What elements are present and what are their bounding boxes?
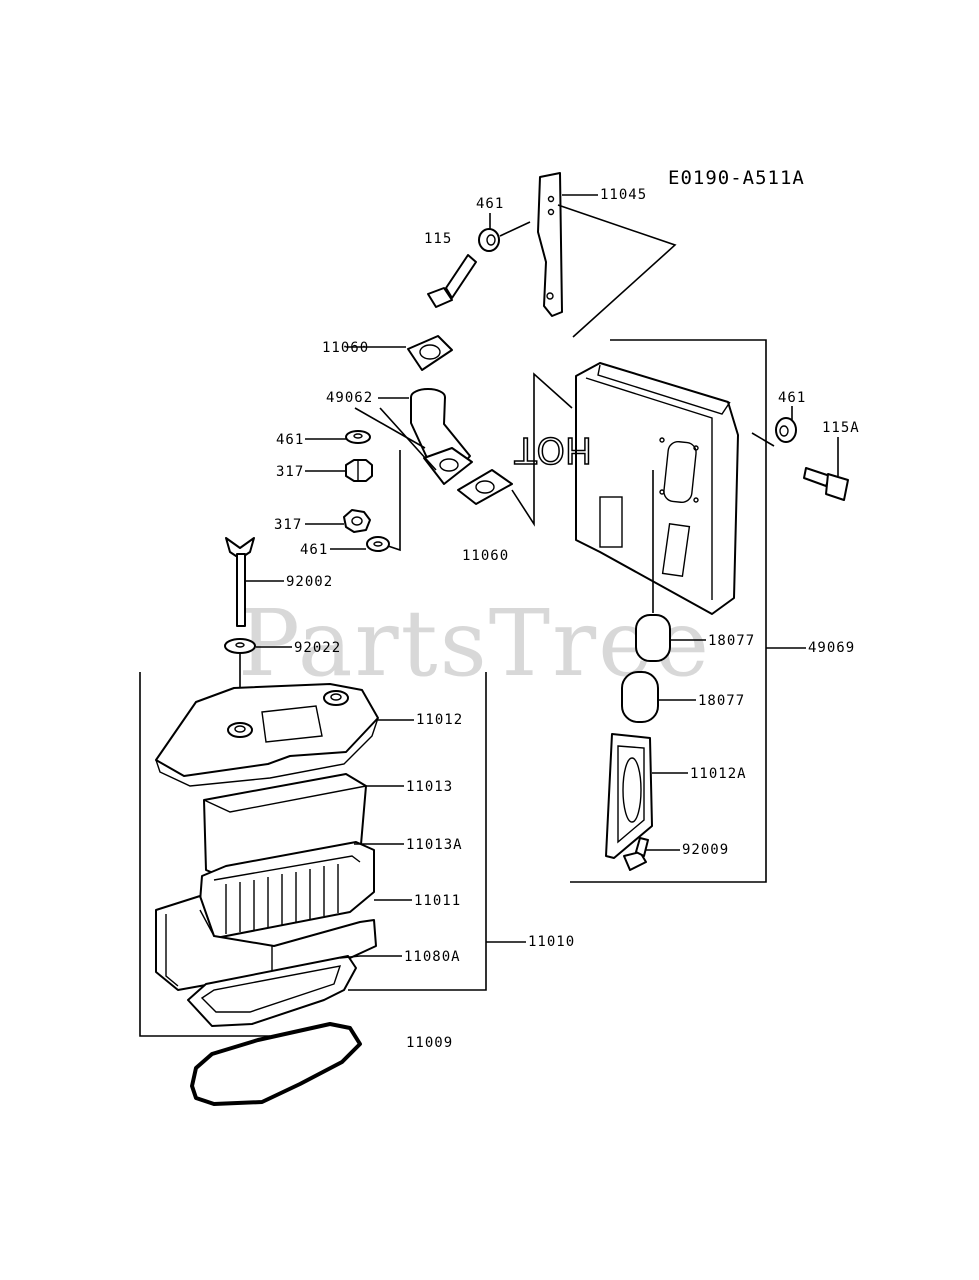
label-11013A: 11013A: [406, 837, 463, 853]
screen-18077-b-part[interactable]: [621, 671, 659, 723]
hot-warning-text: HOT: [514, 429, 592, 470]
lock-washer-461-right-part[interactable]: [775, 417, 797, 443]
element-11013A-part[interactable]: [197, 841, 375, 939]
bracket-11045-part[interactable]: [537, 172, 563, 317]
label-11045: 11045: [600, 187, 647, 203]
label-317-b: 317: [274, 517, 302, 533]
nut-317-b-part[interactable]: [343, 509, 371, 533]
label-461-a: 461: [276, 432, 304, 448]
screen-18077-a-part[interactable]: [635, 614, 671, 662]
label-18077-b: 18077: [698, 693, 745, 709]
lock-washer-461-a-part[interactable]: [345, 430, 371, 444]
label-461-right: 461: [778, 390, 806, 406]
label-11009: 11009: [406, 1035, 453, 1051]
label-11012A: 11012A: [690, 766, 747, 782]
gasket-11060-mid-part[interactable]: [457, 469, 513, 505]
label-11080A: 11080A: [404, 949, 461, 965]
bolt-115A-part[interactable]: [803, 467, 849, 501]
label-92002: 92002: [286, 574, 333, 590]
label-11010: 11010: [528, 934, 575, 950]
label-461-b: 461: [300, 542, 328, 558]
diagram-code: E0190-A511A: [668, 167, 805, 189]
label-11011: 11011: [414, 893, 461, 909]
nut-317-a-part[interactable]: [345, 459, 373, 482]
muffler-49069-part[interactable]: HOT: [513, 362, 739, 615]
label-49069: 49069: [808, 640, 855, 656]
screw-92009-part[interactable]: [623, 837, 649, 871]
seal-11009-part[interactable]: [190, 1022, 362, 1106]
air-cleaner-cover-11012-part[interactable]: [155, 683, 379, 787]
washer-92022-part[interactable]: [224, 638, 256, 654]
gasket-11060-top-part[interactable]: [407, 335, 453, 371]
label-49062: 49062: [326, 390, 373, 406]
label-115A: 115A: [822, 420, 860, 436]
label-115: 115: [424, 231, 452, 247]
lock-washer-461-top-part[interactable]: [478, 228, 500, 252]
label-11012: 11012: [416, 712, 463, 728]
lock-washer-461-b-part[interactable]: [366, 536, 390, 552]
label-11013: 11013: [406, 779, 453, 795]
bolt-115-part[interactable]: [427, 254, 477, 308]
label-11060-top: 11060: [322, 340, 369, 356]
gasket-11080A-part[interactable]: [187, 955, 357, 1027]
label-317-a: 317: [276, 464, 304, 480]
exhaust-pipe-49062-part[interactable]: [410, 388, 473, 485]
label-92009: 92009: [682, 842, 729, 858]
label-92022: 92022: [294, 640, 341, 656]
label-18077-a: 18077: [708, 633, 755, 649]
label-461-top: 461: [476, 196, 504, 212]
label-11060-mid: 11060: [462, 548, 509, 564]
cover-11012A-part[interactable]: [605, 733, 653, 859]
wing-bolt-92002-part[interactable]: [225, 537, 255, 627]
